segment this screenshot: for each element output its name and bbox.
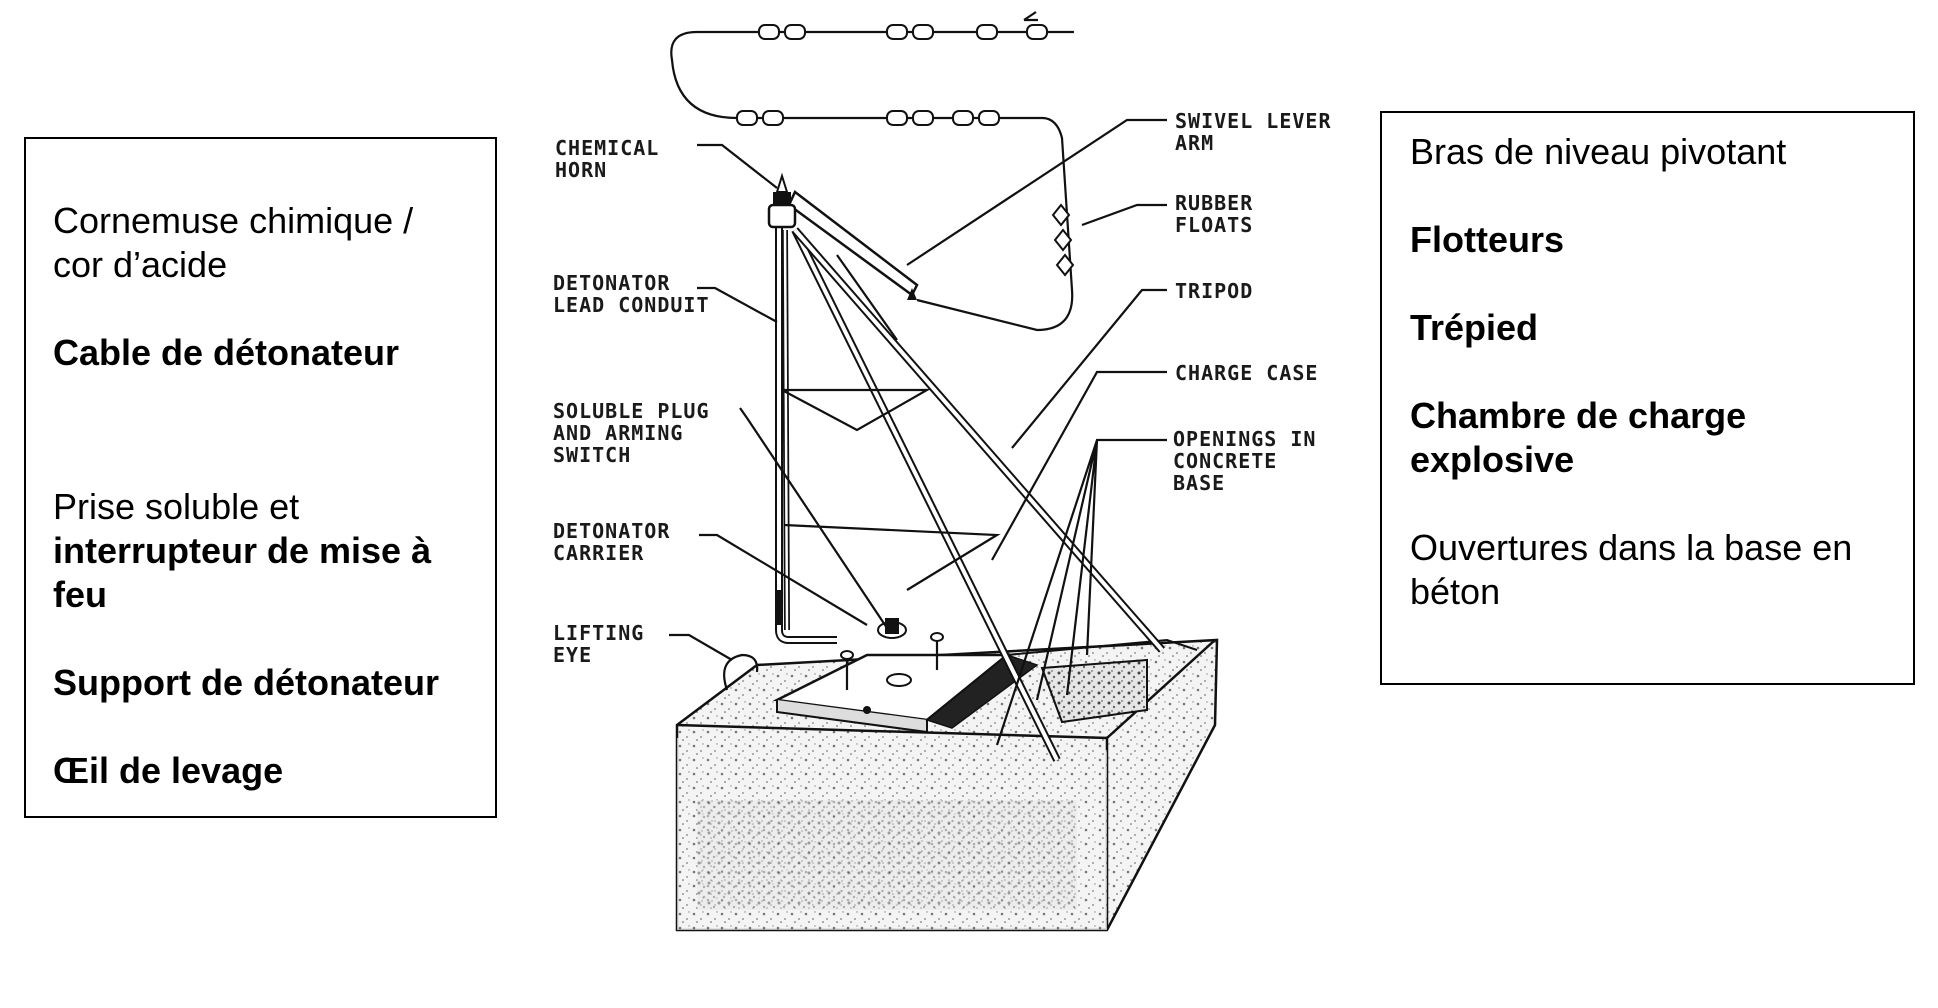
right-translation-box: Bras de niveau pivotant Flotteurs Trépie… [1380, 111, 1915, 685]
translation-detonator-cable: Cable de détonateur [53, 332, 400, 373]
label-charge-case: CHARGE CASE [1175, 361, 1318, 385]
label-chemical-horn-1: CHEMICAL [555, 136, 659, 160]
diagram-labels-right: SWIVEL LEVER ARM RUBBER FLOATS TRIPOD CH… [1173, 109, 1332, 495]
label-soluble-plug-1: SOLUBLE PLUG [553, 399, 710, 423]
leader-detonator-carrier [699, 533, 868, 626]
chemical-horn [767, 172, 797, 229]
translation-swivel-lever: Bras de niveau pivotant [1410, 131, 1787, 172]
label-soluble-plug-3: SWITCH [553, 443, 631, 467]
translation-charge-chamber-1: Chambre de charge [1410, 395, 1747, 436]
lifting-eye-shape [723, 653, 759, 691]
label-tripod: TRIPOD [1175, 279, 1253, 303]
translation-soluble-plug-1: Prise soluble et [53, 486, 300, 527]
float-line [670, 11, 1075, 332]
translation-floats: Flotteurs [1410, 219, 1565, 260]
label-rubber-floats-1: RUBBER [1175, 191, 1253, 215]
label-openings-3: BASE [1173, 471, 1225, 495]
translation-detonator-carrier: Support de détonateur [53, 662, 439, 703]
leader-openings [995, 438, 1167, 746]
diagram-labels-left: CHEMICAL HORN DETONATOR LEAD CONDUIT SOL… [553, 136, 710, 667]
translation-openings-1: Ouvertures dans la base en [1410, 527, 1853, 568]
translation-tripod: Trépied [1410, 307, 1539, 348]
mine-diagram: CHEMICAL HORN DETONATOR LEAD CONDUIT SOL… [553, 11, 1332, 932]
leader-lines [669, 118, 1167, 746]
rubber-floats-side [1051, 203, 1075, 277]
label-soluble-plug-2: AND ARMING [553, 421, 683, 445]
rubber-floats-top [758, 24, 1048, 40]
leader-detonator-lead-conduit [697, 286, 778, 323]
leader-charge-case [991, 370, 1167, 561]
leader-tripod [1011, 288, 1167, 449]
label-openings-2: CONCRETE [1173, 449, 1277, 473]
rubber-floats-bottom [736, 110, 1000, 126]
translation-soluble-plug-3: feu [53, 574, 107, 615]
label-chemical-horn-2: HORN [555, 158, 607, 182]
label-detonator-lead-conduit-2: LEAD CONDUIT [553, 293, 710, 317]
label-lifting-eye-2: EYE [553, 643, 592, 667]
label-detonator-lead-conduit-1: DETONATOR [553, 271, 670, 295]
left-translation-box: Cornemuse chimique / cor d’acide Cable d… [24, 137, 497, 818]
label-lifting-eye-1: LIFTING [553, 621, 644, 645]
translation-lifting-eye: Œil de levage [53, 750, 284, 791]
translation-soluble-plug-2: interrupteur de mise à [53, 530, 432, 571]
leader-soluble-plug [739, 407, 888, 629]
translation-charge-chamber-2: explosive [1410, 439, 1575, 480]
translation-chemical-horn-1: Cornemuse chimique / [53, 200, 414, 241]
label-swivel-lever-arm-2: ARM [1175, 131, 1214, 155]
label-swivel-lever-arm-1: SWIVEL LEVER [1175, 109, 1332, 133]
leader-rubber-floats [1081, 203, 1167, 227]
detonator-carrier [840, 618, 944, 714]
label-detonator-carrier-2: CARRIER [553, 541, 644, 565]
label-openings-1: OPENINGS IN [1173, 427, 1316, 451]
label-detonator-carrier-1: DETONATOR [553, 519, 670, 543]
leader-swivel-lever-arm [906, 118, 1167, 266]
detonator-lead-conduit [775, 215, 837, 644]
leader-chemical-horn [697, 143, 778, 189]
label-rubber-floats-2: FLOATS [1175, 213, 1253, 237]
float-line-arrow [1023, 11, 1038, 22]
translation-openings-2: béton [1410, 571, 1501, 612]
translation-chemical-horn-2: cor d’acide [53, 244, 228, 285]
leader-lifting-eye [669, 633, 733, 661]
tripod [781, 227, 1166, 762]
